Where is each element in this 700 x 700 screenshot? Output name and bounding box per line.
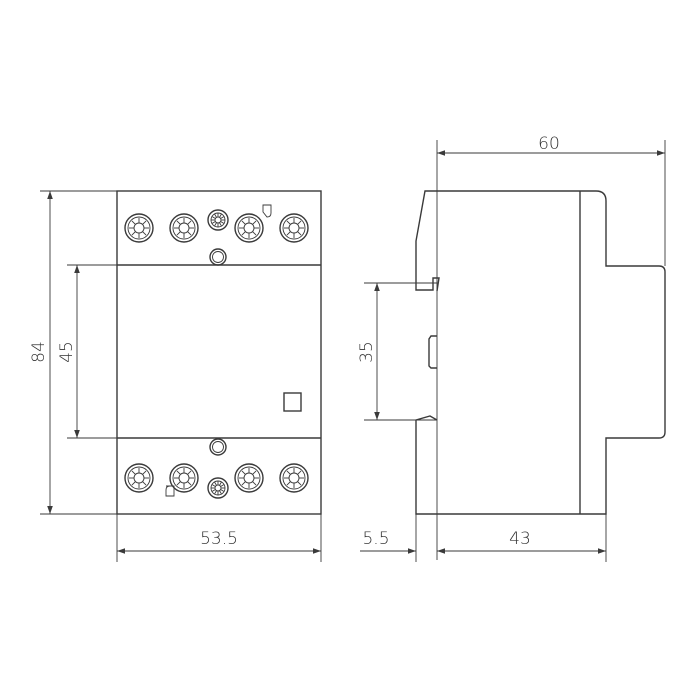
side-body-outline [437,190,666,515]
dim-label-84: 84 [29,341,49,363]
indicator-circle [209,438,227,456]
status-window [283,392,302,412]
screw-terminal [234,213,264,243]
din-clip-bottom [415,415,438,515]
side-view [415,140,666,560]
dim-43: 43 [437,514,607,562]
screw-terminal [279,463,309,493]
screw-terminal [279,213,309,243]
screw-terminal [234,463,264,493]
terminal-marker [165,485,175,497]
dim-45: 45 [57,264,117,439]
dim-35: 35 [357,282,437,421]
din-latch [428,335,437,369]
screw-terminal [169,463,199,493]
terminal-marker [262,204,272,218]
dim-5-5: 5.5 [360,514,417,562]
dim-60: 60 [437,134,666,266]
dim-label-60: 60 [538,134,560,154]
dim-label-43: 43 [509,529,531,549]
screw-terminal [124,213,154,243]
dim-label-53-5: 53.5 [200,529,238,549]
screw-terminal [169,213,199,243]
indicator-circle [209,248,227,266]
dim-label-35: 35 [357,341,377,363]
coil-terminal [207,477,229,499]
dim-84: 84 [29,190,117,515]
dim-label-45: 45 [57,341,77,363]
screw-terminal [124,463,154,493]
din-clip-top [415,190,440,292]
dim-53-5: 53.5 [116,514,322,562]
coil-terminal [207,209,229,231]
front-view [116,190,322,515]
front-body-outline [116,190,322,515]
dim-label-5-5: 5.5 [362,529,389,549]
